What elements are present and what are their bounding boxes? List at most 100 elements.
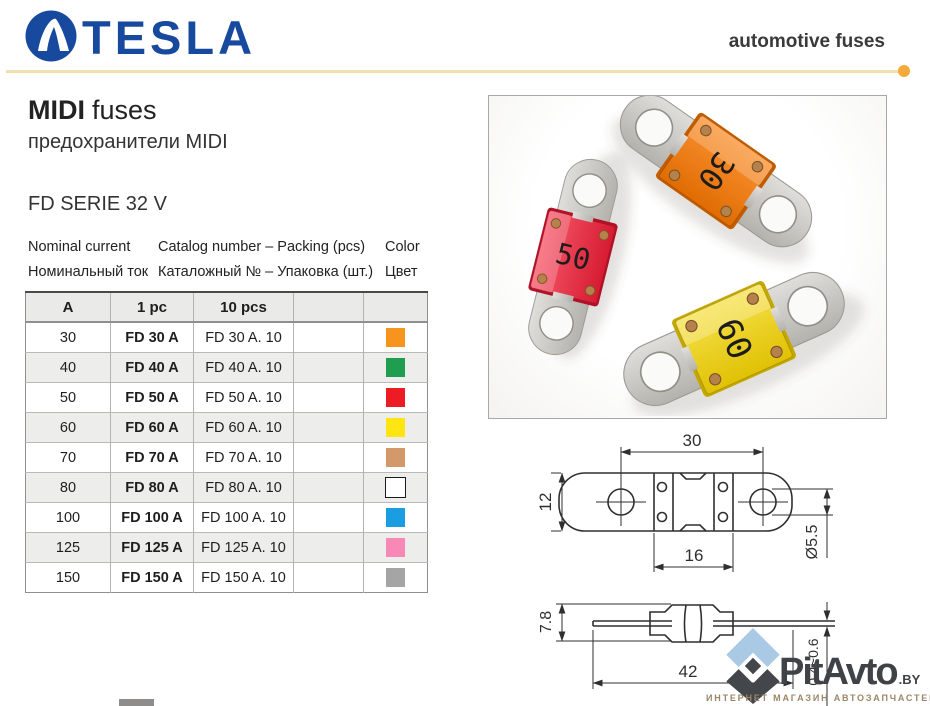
pitavto-logo-icon <box>726 628 780 704</box>
dim-body-height: 7.8 <box>538 611 555 633</box>
empty-cell <box>293 562 364 593</box>
pitavto-tld: .BY <box>898 672 921 687</box>
intro-catalog-number: Catalog number – Packing (pcs) Каталожны… <box>158 235 373 285</box>
color-swatch <box>385 477 406 498</box>
color-cell <box>363 321 428 353</box>
series-label: FD SERIE 32 V <box>28 193 167 215</box>
intro-color: Color Цвет <box>385 235 420 285</box>
empty-cell <box>293 532 364 563</box>
footer-page-bar <box>119 699 154 706</box>
empty-cell <box>293 352 364 383</box>
fuse-yellow-60: 60 <box>623 272 864 417</box>
empty-cell <box>293 472 364 503</box>
empty-cell <box>293 382 364 413</box>
color-swatch <box>386 568 405 587</box>
column-header <box>293 292 364 323</box>
pitavto-tagline: ИНТЕРНЕТ МАГАЗИН АВТОЗАПЧАСТЕЙ <box>706 693 930 703</box>
page-title-bold: MIDI <box>28 95 85 125</box>
fuse-rating-label: 50 <box>552 237 593 277</box>
amps-cell: 70 <box>25 442 111 473</box>
color-cell <box>363 532 428 563</box>
catalog-10pcs-cell: FD 30 A. 10 <box>193 321 294 353</box>
dim-strip-width: 12 <box>536 493 555 512</box>
amps-cell: 50 <box>25 382 111 413</box>
color-cell <box>363 382 428 413</box>
intro-color-en: Color <box>385 239 420 255</box>
pitavto-diamond <box>744 657 762 675</box>
fuse-photo-illustration: 30 50 <box>528 94 864 417</box>
pitavto-name-text: PitAvto <box>779 651 899 693</box>
header-rule <box>6 70 900 73</box>
fuse-red-50: 50 <box>528 152 632 360</box>
amps-cell: 60 <box>25 412 111 443</box>
tesla-logo: TESLA <box>25 10 256 64</box>
catalog-10pcs-cell: FD 60 A. 10 <box>193 412 294 443</box>
intro-catalog-ru: Каталожный № – Упаковка (шт.) <box>158 264 374 280</box>
catalog-10pcs-cell: FD 70 A. 10 <box>193 442 294 473</box>
empty-cell <box>293 321 364 353</box>
intro-color-ru: Цвет <box>385 264 418 280</box>
color-swatch <box>386 418 405 437</box>
catalog-1pc-cell: FD 150 A <box>110 562 194 593</box>
column-header: A <box>25 292 111 323</box>
column-header: 1 pc <box>110 292 194 323</box>
intro-nominal-current: Nominal current Номинальный ток <box>28 235 148 285</box>
color-swatch <box>386 388 405 407</box>
amps-cell: 150 <box>25 562 111 593</box>
amps-cell: 125 <box>25 532 111 563</box>
pitavto-name: PitAvto.BY <box>779 651 920 694</box>
color-swatch <box>386 328 405 347</box>
catalog-10pcs-cell: FD 40 A. 10 <box>193 352 294 383</box>
catalog-1pc-cell: FD 40 A <box>110 352 194 383</box>
color-cell <box>363 412 428 443</box>
brand-text: TESLA <box>82 11 256 64</box>
dim-total-length: 42 <box>679 662 698 681</box>
color-cell <box>363 502 428 533</box>
catalog-10pcs-cell: FD 150 A. 10 <box>193 562 294 593</box>
empty-cell <box>293 502 364 533</box>
dim-body-width: 16 <box>685 546 704 565</box>
color-cell <box>363 352 428 383</box>
amps-cell: 30 <box>25 321 111 353</box>
page-title-rest: fuses <box>92 95 157 125</box>
amps-cell: 40 <box>25 352 111 383</box>
page-tagline: automotive fuses <box>728 31 885 52</box>
color-swatch <box>386 448 405 467</box>
tesla-logo-circle <box>25 10 77 62</box>
color-swatch <box>386 358 405 377</box>
catalog-1pc-cell: FD 30 A <box>110 321 194 353</box>
side-view-outline <box>592 604 835 643</box>
color-cell <box>363 442 428 473</box>
catalog-10pcs-cell: FD 50 A. 10 <box>193 382 294 413</box>
catalog-10pcs-cell: FD 125 A. 10 <box>193 532 294 563</box>
product-photo: 30 50 <box>488 94 887 419</box>
amps-cell: 80 <box>25 472 111 503</box>
intro-catalog-en: Catalog number – Packing (pcs) <box>158 239 366 255</box>
empty-cell <box>293 412 364 443</box>
top-view-outline <box>558 472 793 532</box>
pitavto-chevron-up <box>726 628 780 668</box>
catalog-10pcs-cell: FD 80 A. 10 <box>193 472 294 503</box>
color-cell <box>363 562 428 593</box>
pitavto-chevron-down <box>726 669 780 704</box>
intro-nominal-en: Nominal current <box>28 239 131 255</box>
catalog-10pcs-cell: FD 100 A. 10 <box>193 502 294 533</box>
color-cell <box>363 472 428 503</box>
catalog-1pc-cell: FD 80 A <box>110 472 194 503</box>
catalog-1pc-cell: FD 60 A <box>110 412 194 443</box>
header-rule-dot <box>898 65 910 77</box>
catalog-1pc-cell: FD 125 A <box>110 532 194 563</box>
catalog-1pc-cell: FD 100 A <box>110 502 194 533</box>
